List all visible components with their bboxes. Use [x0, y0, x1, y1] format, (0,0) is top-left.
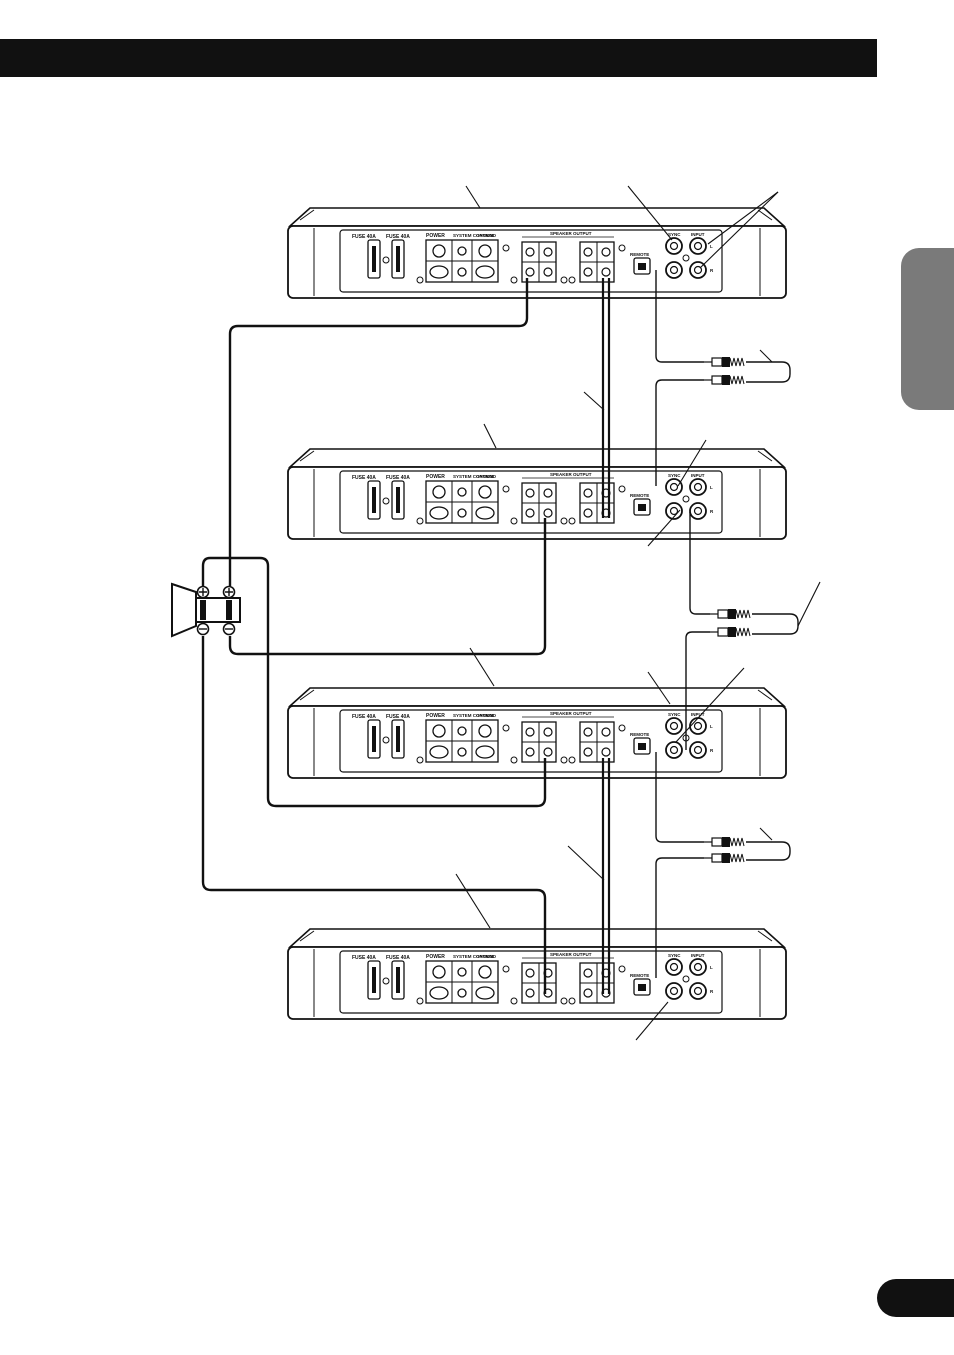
speaker-output-label: SPEAKER OUTPUT: [550, 952, 592, 957]
fuse-left-label: FUSE 40A: [352, 955, 376, 961]
fuse-right-label: FUSE 40A: [386, 475, 410, 481]
power-label: POWER: [426, 233, 445, 239]
system-control-label: SYSTEM CONTROL: [453, 233, 495, 238]
input-label: INPUT: [691, 473, 705, 478]
fuse-right-label: FUSE 40A: [386, 955, 410, 961]
fuse-right-label: FUSE 40A: [386, 234, 410, 240]
amplifier-2: FUSE 40A FUSE 40A POWER SYSTEM CONTROL G…: [287, 448, 787, 540]
fuse-left-label: FUSE 40A: [352, 714, 376, 720]
page-number-badge: [877, 1279, 954, 1317]
amplifier-3: FUSE 40A FUSE 40A POWER SYSTEM CONTROL G…: [287, 687, 787, 779]
input-right-label: R: [710, 748, 714, 753]
input-right-label: R: [710, 268, 714, 273]
power-label: POWER: [426, 474, 445, 480]
ground-label: GROUND: [476, 713, 497, 718]
remote-label: REMOTE: [630, 493, 649, 498]
remote-label: REMOTE: [630, 973, 649, 978]
input-right-label: R: [710, 509, 714, 514]
amplifier-1: FUSE 40A FUSE 40A POWER SYSTEM CONTROL G…: [287, 207, 787, 299]
system-control-label: SYSTEM CONTROL: [453, 713, 495, 718]
rca-plugs: [703, 356, 751, 864]
fuse-left-label: FUSE 40A: [352, 475, 376, 481]
speaker-icon: [171, 582, 241, 638]
input-left-label: L: [710, 724, 713, 729]
speaker-output-label: SPEAKER OUTPUT: [550, 231, 592, 236]
sync-label: SYNC: [668, 232, 681, 237]
fuse-right-label: FUSE 40A: [386, 714, 410, 720]
input-left-label: L: [710, 485, 713, 490]
system-control-label: SYSTEM CONTROL: [453, 954, 495, 959]
amplifier-4: FUSE 40A FUSE 40A POWER SYSTEM CONTROL G…: [287, 928, 787, 1020]
power-label: POWER: [426, 713, 445, 719]
ground-label: GROUND: [476, 474, 497, 479]
input-right-label: R: [710, 989, 714, 994]
power-label: POWER: [426, 954, 445, 960]
sync-label: SYNC: [668, 953, 681, 958]
speaker-wires: [201, 278, 611, 994]
sync-label: SYNC: [668, 712, 681, 717]
system-control-label: SYSTEM CONTROL: [453, 474, 495, 479]
fuse-left-label: FUSE 40A: [352, 234, 376, 240]
input-label: INPUT: [691, 712, 705, 717]
rca-cables: [655, 270, 799, 978]
ground-label: GROUND: [476, 954, 497, 959]
remote-label: REMOTE: [630, 732, 649, 737]
input-left-label: L: [710, 965, 713, 970]
ground-label: GROUND: [476, 233, 497, 238]
input-label: INPUT: [691, 232, 705, 237]
speaker-output-label: SPEAKER OUTPUT: [550, 472, 592, 477]
input-left-label: L: [710, 244, 713, 249]
sync-label: SYNC: [668, 473, 681, 478]
section-header-bar: [0, 39, 877, 77]
input-label: INPUT: [691, 953, 705, 958]
language-side-tab: [901, 248, 954, 410]
speaker-output-label: SPEAKER OUTPUT: [550, 711, 592, 716]
callout-leaders: [455, 185, 821, 1041]
remote-label: REMOTE: [630, 252, 649, 257]
